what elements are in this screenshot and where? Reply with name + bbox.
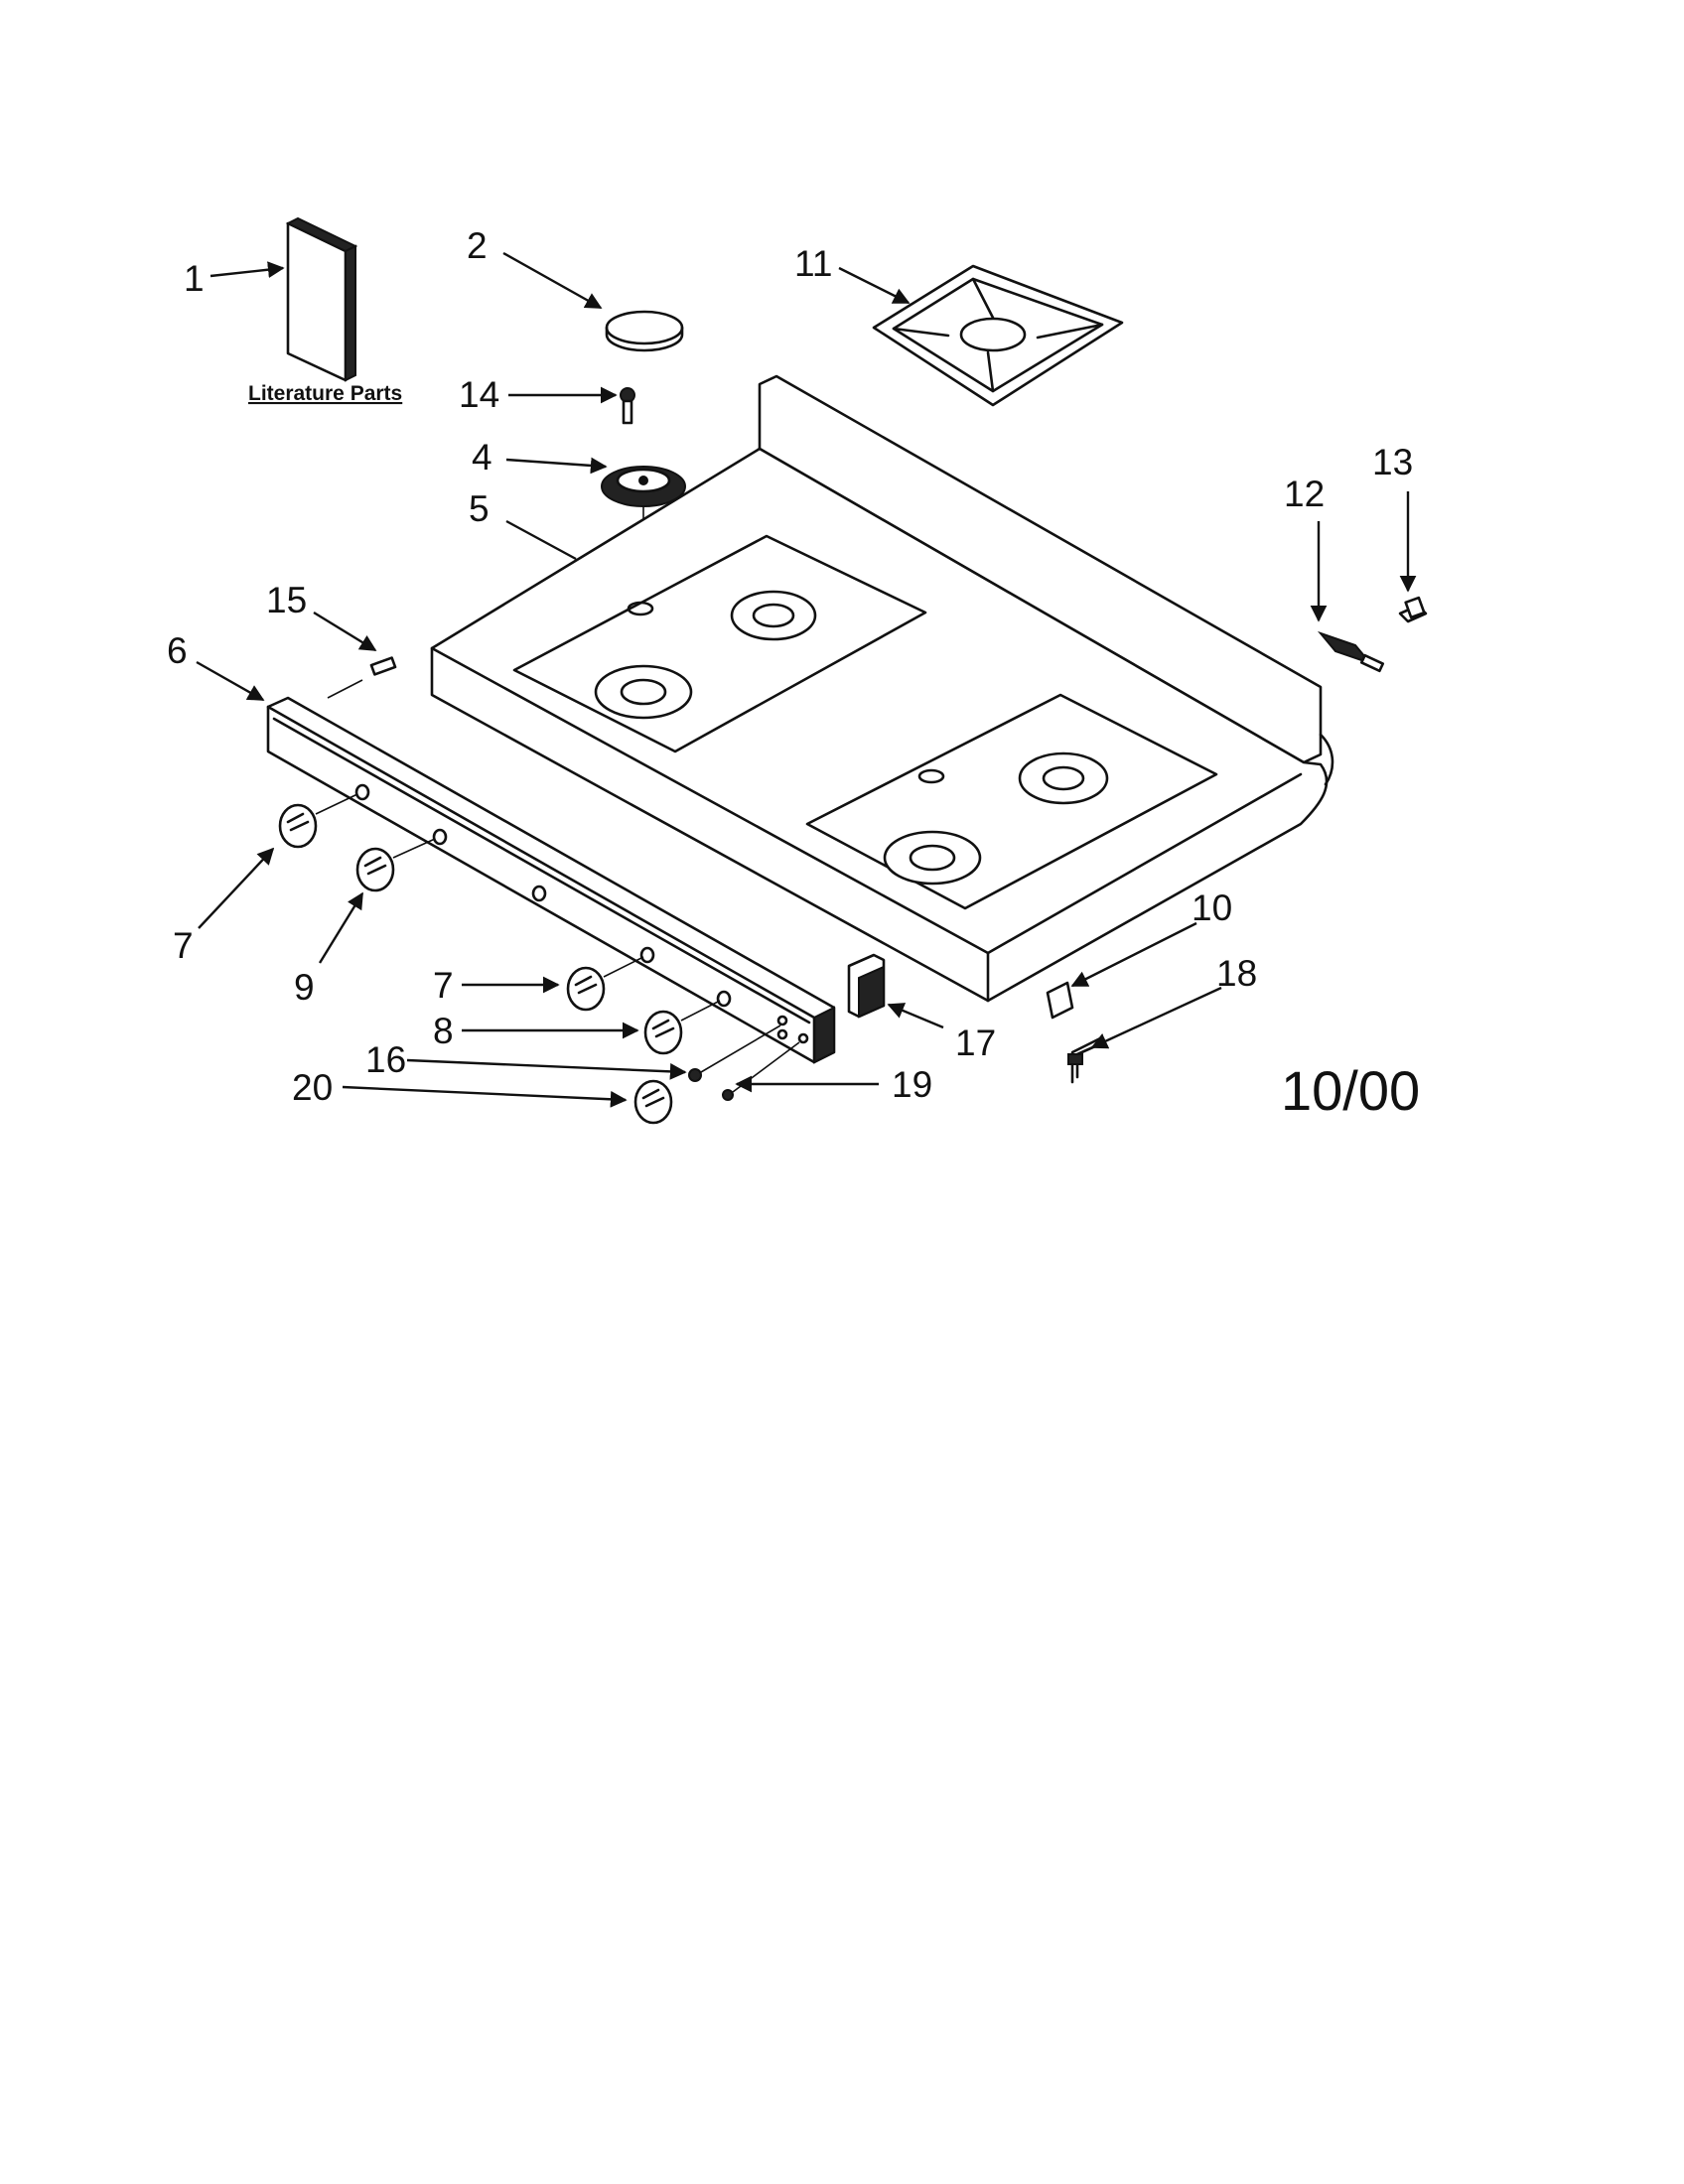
callout-7: 7 [433,965,454,1006]
trim-screw [327,656,397,699]
callout-18: 18 [1216,953,1257,994]
callout-20: 20 [292,1067,333,1108]
callout-7: 7 [173,925,194,966]
callout-6: 6 [167,630,188,671]
knob [278,793,358,849]
burner-cap [605,310,684,352]
callout-5: 5 [469,488,490,529]
clip [1046,981,1074,1020]
callout-4: 4 [472,437,492,478]
callout-16: 16 [365,1039,406,1080]
knob [633,1079,673,1125]
callout-15: 15 [266,580,307,620]
knob [355,838,436,892]
burner-grate [872,264,1124,407]
leader-lines [196,251,1417,1108]
callout-2: 2 [467,225,488,266]
callout-labels: 1 2 11 14 4 5 12 13 15 6 7 9 10 18 7 8 1… [167,225,1413,1108]
callout-19: 19 [892,1064,932,1105]
panel-screw [722,1041,800,1101]
knob [566,956,644,1012]
callout-13: 13 [1372,442,1413,482]
callout-17: 17 [955,1023,996,1063]
literature-booklet [285,216,358,382]
callout-14: 14 [459,374,499,415]
switch [847,953,886,1019]
callout-9: 9 [294,967,315,1008]
ignitor-screw [1398,596,1428,623]
literature-caption: Literature Parts [248,382,402,405]
callout-12: 12 [1284,474,1325,514]
callout-8: 8 [433,1011,454,1051]
knob [643,1000,721,1055]
control-panel [266,696,836,1064]
callout-10: 10 [1192,887,1232,928]
burner-screw [620,387,635,425]
spark-ignitor [1317,630,1385,673]
callout-1: 1 [184,258,205,299]
date-code: 10/00 [1281,1059,1420,1122]
callout-11: 11 [794,243,832,284]
cooktop [430,374,1334,1003]
panel-screw [688,1024,781,1082]
